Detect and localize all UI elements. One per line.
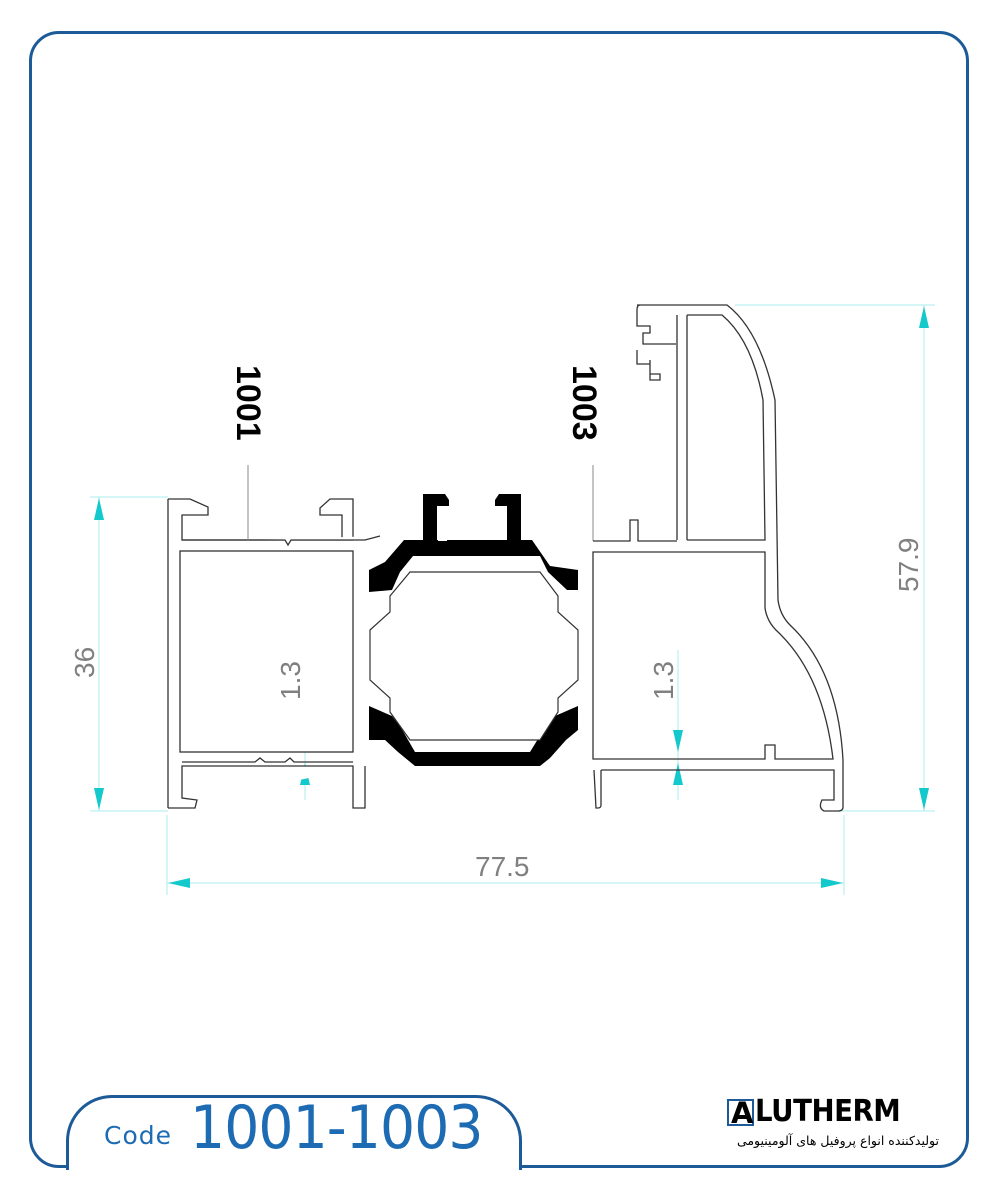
- dim-total-width: 77.5: [475, 851, 530, 882]
- profile-1001: [167, 498, 381, 809]
- brand-logo: A LUTHERM تولیدکننده انواع پروفیل های آل…: [727, 1094, 939, 1154]
- thermal-break: [369, 494, 579, 766]
- dimension-arrows: [94, 306, 929, 888]
- code-tab: [66, 1095, 522, 1170]
- dim-wall-left: 1.3: [275, 661, 306, 700]
- brand-tagline: تولیدکننده انواع پروفیل های آلومینیومی: [736, 1133, 939, 1148]
- logo-wordmark: LUTHERM: [755, 1094, 901, 1129]
- profile-1003: [592, 304, 844, 812]
- profile-label-1001: 1001: [229, 365, 267, 441]
- dim-right-height: 57.9: [893, 538, 924, 593]
- logo-mark: A: [727, 1096, 754, 1130]
- logo-letter: A: [731, 1096, 754, 1130]
- dim-wall-right: 1.3: [648, 661, 679, 700]
- code-label: Code: [104, 1121, 173, 1150]
- profile-label-1003: 1003: [565, 365, 603, 441]
- dim-left-height: 36: [69, 647, 100, 678]
- code-value: 1001-1003: [190, 1093, 484, 1163]
